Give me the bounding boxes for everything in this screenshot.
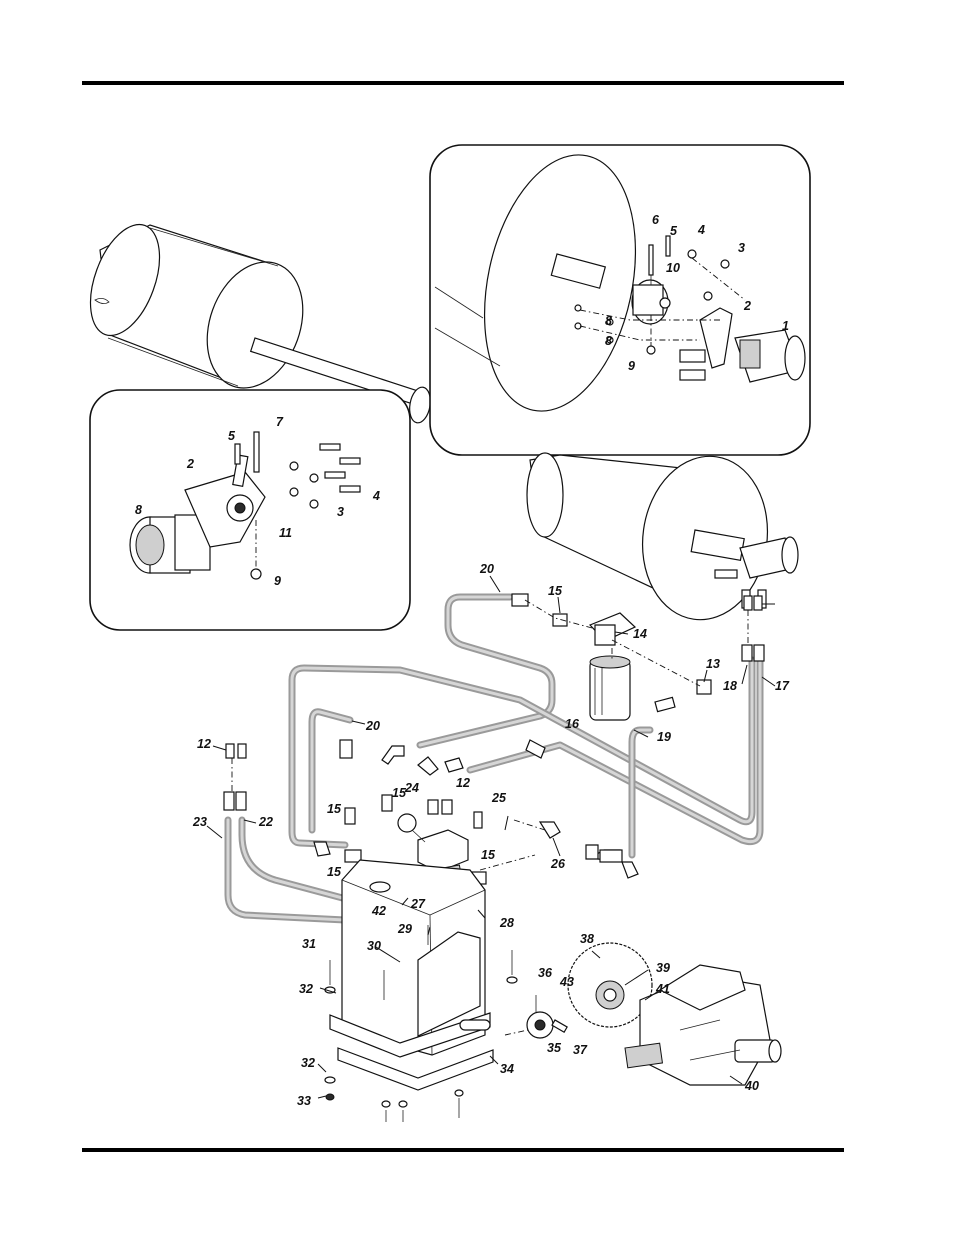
callout-15b: 15 bbox=[392, 786, 407, 800]
callout-8a: 8 bbox=[605, 314, 612, 328]
upper-reel-drum bbox=[89, 223, 431, 424]
callout-40: 40 bbox=[744, 1079, 759, 1093]
callout-30: 30 bbox=[367, 939, 381, 953]
callout-28: 28 bbox=[499, 916, 514, 930]
callout-left-2: 2 bbox=[186, 457, 194, 471]
callout-32a: 32 bbox=[299, 982, 313, 996]
callout-left-11: 11 bbox=[279, 526, 292, 540]
hydraulic-tank bbox=[329, 859, 494, 1091]
footer-rule bbox=[82, 1148, 844, 1152]
callout-left-7: 7 bbox=[276, 415, 284, 429]
callout-32b: 32 bbox=[301, 1056, 315, 1070]
callout-20a: 20 bbox=[479, 562, 494, 576]
callout-33: 33 bbox=[297, 1094, 311, 1108]
callout-29: 29 bbox=[397, 922, 412, 936]
hydraulic-hoses bbox=[224, 593, 764, 924]
callout-left-4: 4 bbox=[372, 489, 380, 503]
callout-8b: 8 bbox=[605, 334, 612, 348]
callout-42: 42 bbox=[371, 904, 386, 918]
tank-hardware bbox=[324, 925, 518, 1122]
callout-20b: 20 bbox=[365, 719, 380, 733]
callout-left-8: 8 bbox=[135, 503, 142, 517]
callout-1: 1 bbox=[782, 319, 789, 333]
fittings bbox=[223, 595, 765, 885]
callout-19: 19 bbox=[657, 730, 671, 744]
callout-16: 16 bbox=[565, 717, 580, 731]
callout-left-9: 9 bbox=[274, 574, 281, 588]
callout-15e: 15 bbox=[327, 865, 342, 879]
callout-13: 13 bbox=[706, 657, 720, 671]
filter-assembly bbox=[511, 593, 712, 721]
callout-4: 4 bbox=[697, 223, 705, 237]
header-rule bbox=[82, 81, 844, 85]
callout-12a: 12 bbox=[197, 737, 211, 751]
callout-37: 37 bbox=[573, 1043, 588, 1057]
left-panel-motor bbox=[129, 431, 361, 580]
callout-14: 14 bbox=[633, 627, 647, 641]
callout-22: 22 bbox=[258, 815, 273, 829]
callout-25: 25 bbox=[491, 791, 507, 805]
callout-17: 17 bbox=[775, 679, 790, 693]
right-panel-reel bbox=[434, 154, 806, 412]
callout-38: 38 bbox=[580, 932, 594, 946]
callout-3: 3 bbox=[738, 241, 745, 255]
callout-36: 36 bbox=[538, 966, 553, 980]
control-valve bbox=[397, 813, 469, 887]
gearbox bbox=[624, 964, 782, 1086]
callout-5: 5 bbox=[670, 224, 678, 238]
leader-lines bbox=[206, 575, 776, 1099]
callout-12b: 12 bbox=[456, 776, 470, 790]
drive-sprockets bbox=[504, 942, 653, 1039]
lower-reel-drum bbox=[526, 452, 799, 621]
callout-31: 31 bbox=[302, 937, 316, 951]
callout-left-5: 5 bbox=[228, 429, 236, 443]
callout-26: 26 bbox=[550, 857, 566, 871]
callout-18: 18 bbox=[723, 679, 737, 693]
callout-15a: 15 bbox=[548, 584, 563, 598]
callout-2: 2 bbox=[743, 299, 751, 313]
callout-10: 10 bbox=[666, 261, 680, 275]
callout-left-3: 3 bbox=[337, 505, 344, 519]
callout-35: 35 bbox=[547, 1041, 562, 1055]
callout-9: 9 bbox=[628, 359, 635, 373]
callout-23: 23 bbox=[192, 815, 207, 829]
callout-15d: 15 bbox=[481, 848, 496, 862]
callout-24: 24 bbox=[404, 781, 419, 795]
callout-15c: 15 bbox=[327, 802, 342, 816]
callout-39: 39 bbox=[656, 961, 670, 975]
callout-41: 41 bbox=[655, 982, 670, 996]
callout-43: 43 bbox=[559, 975, 574, 989]
callout-6: 6 bbox=[652, 213, 660, 227]
callout-34: 34 bbox=[500, 1062, 514, 1076]
callout-27: 27 bbox=[410, 897, 426, 911]
